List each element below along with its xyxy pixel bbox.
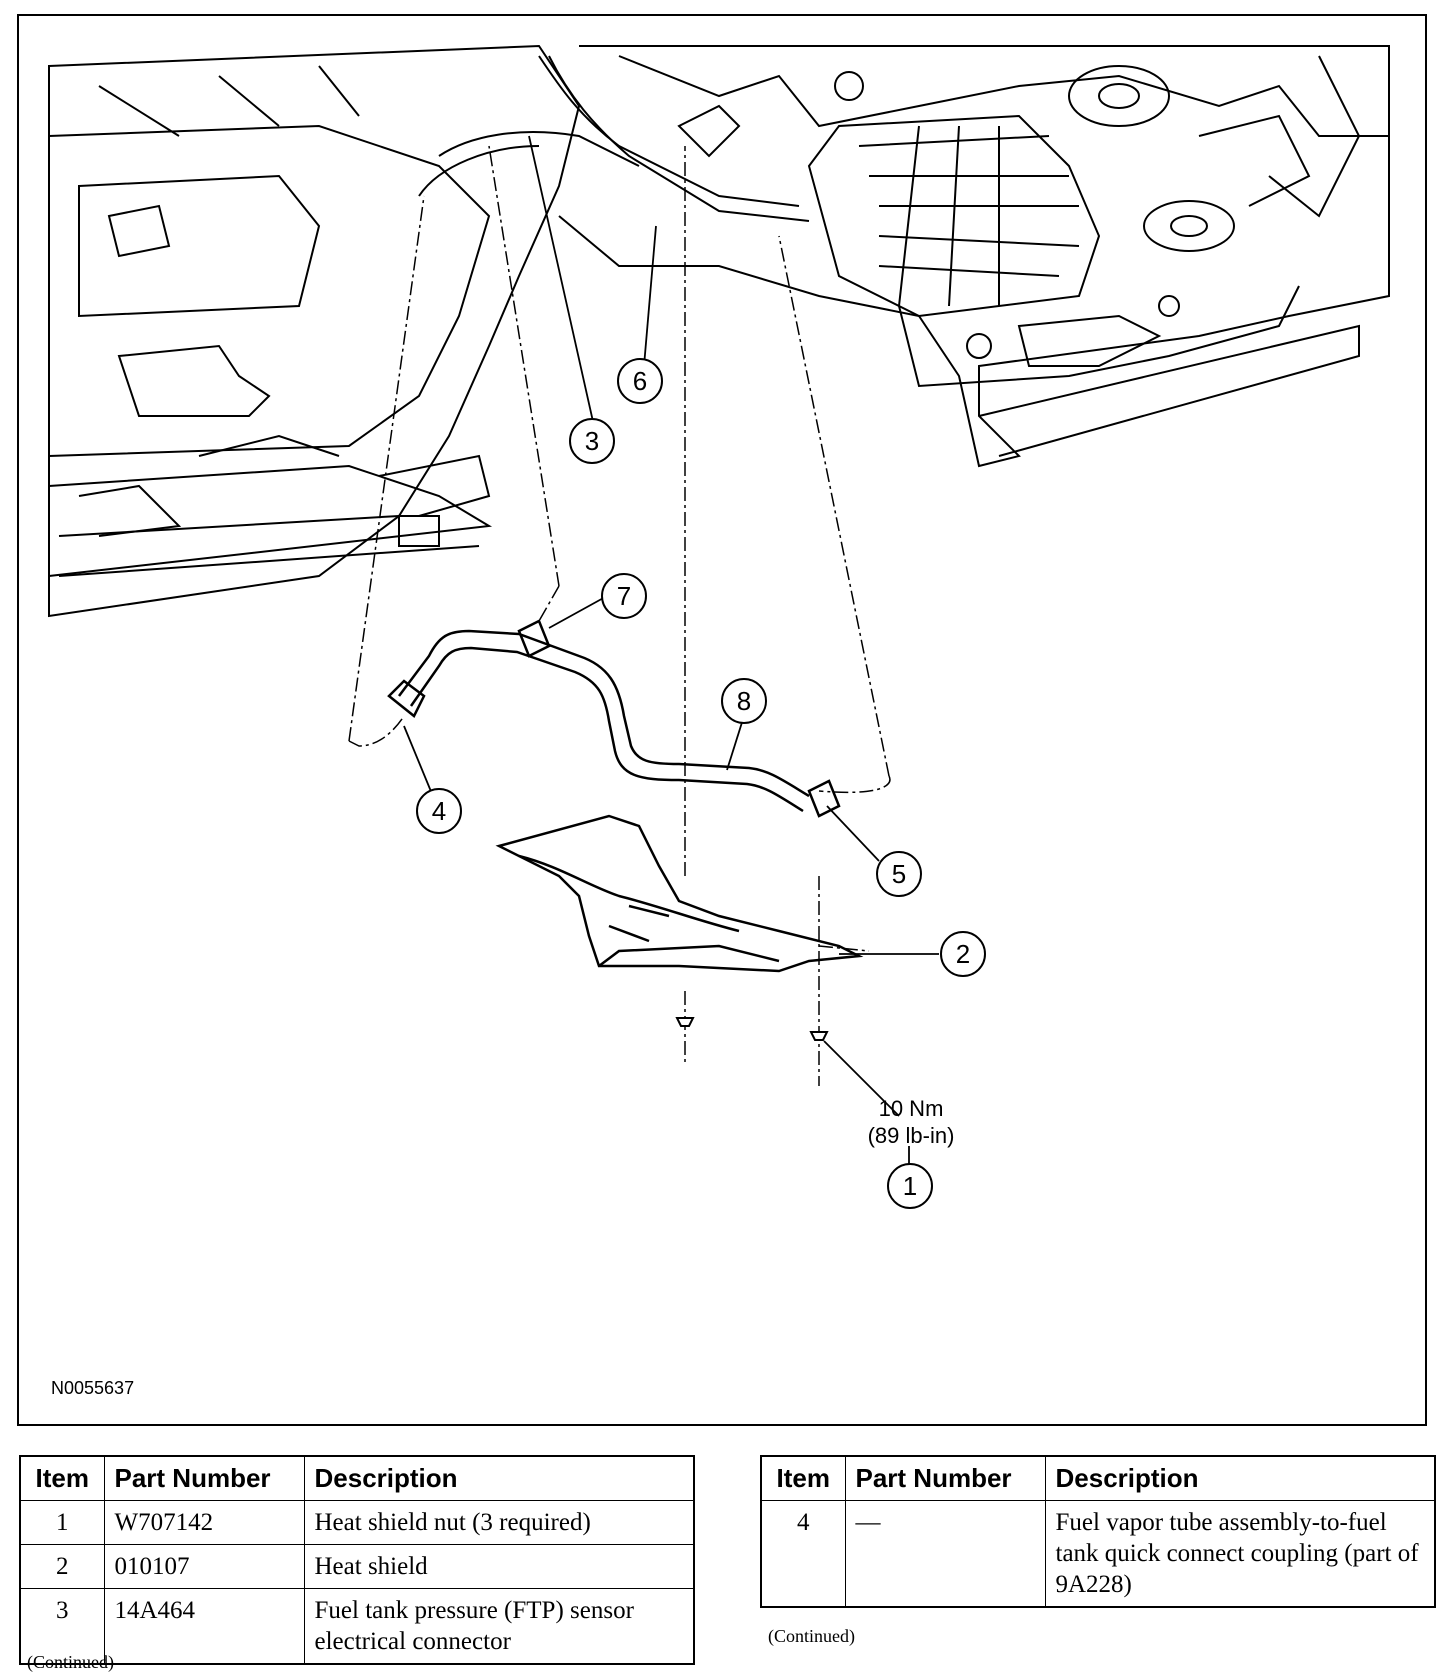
callout-5	[876, 851, 922, 897]
header-description: Description	[303, 1455, 695, 1501]
callout-3	[569, 418, 615, 464]
callout-8-label: 8	[737, 686, 751, 716]
cell-part-number: 14A464	[103, 1588, 305, 1665]
callout-2	[940, 931, 986, 977]
cell-description: Heat shield	[303, 1544, 695, 1589]
callout-3-label: 3	[585, 426, 599, 456]
heat-shield	[495, 814, 864, 973]
table-header-row: Item Part Number Description	[760, 1455, 1436, 1501]
callout-7	[601, 573, 647, 619]
callout-8	[721, 678, 767, 724]
callout-6-label: 6	[633, 366, 647, 396]
continued-note-right: (Continued)	[768, 1626, 855, 1646]
cell-part-number: —	[844, 1500, 1046, 1608]
torque-metric: 10 Nm	[879, 1096, 944, 1121]
fuel-vapor-tube	[387, 619, 841, 818]
cell-item: 1	[19, 1500, 105, 1545]
callout-4	[416, 788, 462, 834]
diagram-figure: 1 2 3 4 5 6 7 8 10 Nm (89 lb-in) N005563…	[17, 14, 1427, 1426]
torque-imperial: (89 lb-in)	[868, 1123, 955, 1148]
figure-id: N0055637	[51, 1378, 135, 1398]
callout-1-label: 1	[903, 1171, 917, 1201]
underbody-right-structure	[418, 45, 1390, 468]
table-row: 3 14A464 Fuel tank pressure (FTP) sensor…	[19, 1588, 695, 1665]
vehicle-underbody-illustration: 1 2 3 4 5 6 7 8 10 Nm (89 lb-in)	[48, 44, 1390, 1209]
underbody-left-structure	[48, 44, 581, 618]
cell-part-number: W707142	[103, 1500, 305, 1545]
heat-shield-nuts	[675, 1017, 829, 1041]
cell-part-number: 010107	[103, 1544, 305, 1589]
cell-item: 2	[19, 1544, 105, 1589]
cell-description: Fuel vapor tube assembly-to-fuel tank qu…	[1044, 1500, 1436, 1608]
callout-circles	[416, 358, 986, 1209]
parts-table-left: Item Part Number Description 1 W707142 H…	[19, 1455, 695, 1665]
table-row: 4 — Fuel vapor tube assembly-to-fuel tan…	[760, 1500, 1436, 1608]
table-row: 1 W707142 Heat shield nut (3 required)	[19, 1500, 695, 1545]
header-part-number: Part Number	[844, 1455, 1046, 1501]
callout-6	[617, 358, 663, 404]
cell-item: 3	[19, 1588, 105, 1665]
cell-description: Heat shield nut (3 required)	[303, 1500, 695, 1545]
callout-4-label: 4	[432, 796, 446, 826]
continued-note-left: (Continued)	[27, 1652, 114, 1672]
parts-table-right: Item Part Number Description 4 — Fuel va…	[760, 1455, 1436, 1608]
leader-lines	[348, 145, 891, 1086]
cell-description: Fuel tank pressure (FTP) sensor electric…	[303, 1588, 695, 1665]
table-header-row: Item Part Number Description	[19, 1455, 695, 1501]
callout-7-label: 7	[617, 581, 631, 611]
cell-item: 4	[760, 1500, 846, 1608]
callout-5-label: 5	[892, 859, 906, 889]
header-item: Item	[19, 1455, 105, 1501]
callout-1	[887, 1163, 933, 1209]
table-row: 2 010107 Heat shield	[19, 1544, 695, 1589]
header-description: Description	[1044, 1455, 1436, 1501]
callout-leaders	[403, 135, 939, 1164]
callout-2-label: 2	[956, 939, 970, 969]
header-part-number: Part Number	[103, 1455, 305, 1501]
header-item: Item	[760, 1455, 846, 1501]
